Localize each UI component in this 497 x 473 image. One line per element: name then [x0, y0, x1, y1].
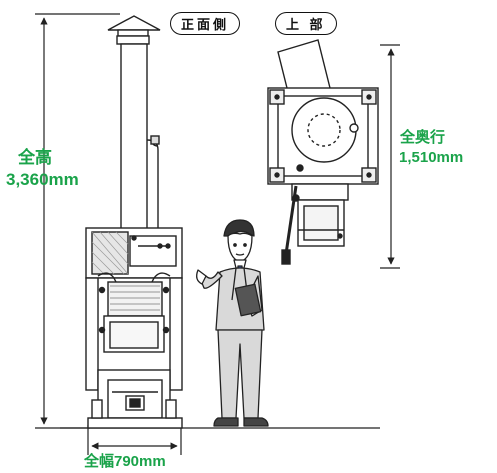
depth-value: 1,510mm: [399, 149, 464, 166]
depth-dimension-line: [380, 44, 400, 269]
incinerator-front-view: [85, 15, 183, 429]
width-label: 全幅790mm: [84, 453, 166, 470]
width-dimension-line: [87, 425, 182, 455]
front-view-label: 正面側: [170, 12, 241, 35]
top-view-label: 上 部: [275, 12, 337, 35]
height-value: 3,360mm: [6, 170, 79, 189]
worker-illustration: [196, 219, 269, 427]
incinerator-top-view: [267, 39, 379, 265]
height-label: 全高: [18, 148, 52, 167]
depth-label: 全奥行: [400, 129, 446, 146]
